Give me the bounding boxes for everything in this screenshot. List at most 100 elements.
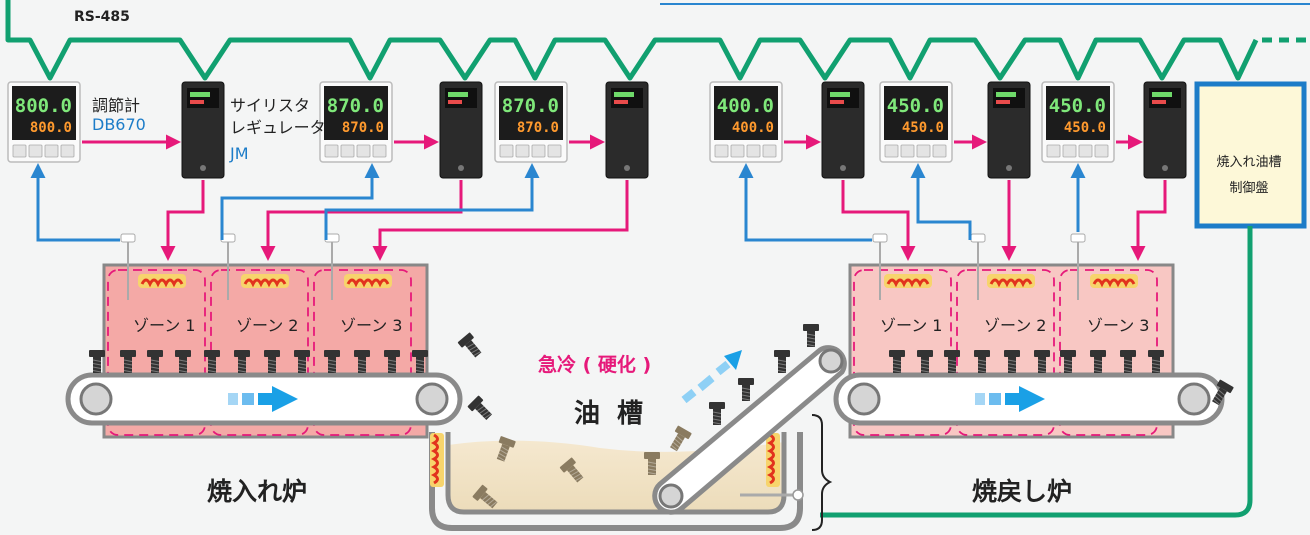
bolt xyxy=(944,350,960,373)
bolt xyxy=(774,350,790,373)
thyristor-led xyxy=(614,92,634,97)
thyristor-led xyxy=(614,100,628,104)
direction-arrow xyxy=(1005,386,1045,412)
controller-key xyxy=(1062,144,1077,158)
thyristor-led xyxy=(190,92,210,97)
controller-key xyxy=(1094,144,1109,158)
controller-display xyxy=(714,86,778,140)
temper-furnace-name: 焼戻し炉 xyxy=(972,477,1073,506)
feedback-wire xyxy=(220,163,380,240)
power-wire xyxy=(260,180,463,261)
bolt xyxy=(1090,350,1106,373)
controller-display xyxy=(12,86,76,140)
temper-zone-1-label: ゾーン 1 xyxy=(880,316,943,335)
control-panel-label: 焼入れ油槽 制御盤 xyxy=(1199,150,1299,202)
tank-heater-coil xyxy=(766,433,775,485)
direction-arrow-tail xyxy=(989,393,1001,405)
conveyor-roller xyxy=(415,382,449,416)
oil-bolt xyxy=(472,484,498,509)
bolt xyxy=(354,350,370,373)
rs485-label: RS-485 xyxy=(74,9,130,25)
oil-bolt xyxy=(670,425,692,452)
bolt xyxy=(709,402,725,425)
direction-arrow xyxy=(258,386,298,412)
controller-sv-value: 450.0 xyxy=(902,120,944,136)
thyristor-display xyxy=(611,88,643,108)
heater-coil xyxy=(1092,278,1136,288)
bolt xyxy=(204,350,220,373)
thermocouple xyxy=(120,233,136,300)
controller-key xyxy=(356,144,371,158)
thyristor-screw xyxy=(624,165,630,171)
bolt xyxy=(120,350,136,373)
feedback-wire xyxy=(30,163,120,242)
controller-sv-value: 450.0 xyxy=(1064,120,1106,136)
thyristor-led xyxy=(830,92,850,97)
controller-pv-value: 800.0 xyxy=(15,95,72,117)
quench-furnace-name: 焼入れ炉 xyxy=(207,477,308,506)
controller-pv-value: 450.0 xyxy=(887,95,944,117)
feedback-wire xyxy=(324,163,540,240)
tank-heater-coil xyxy=(430,433,439,485)
controller-display xyxy=(884,86,948,140)
temper-zone-2-label: ゾーン 2 xyxy=(984,316,1047,335)
thyristor-led xyxy=(996,100,1010,104)
controller-key xyxy=(900,144,915,158)
controller-key xyxy=(12,144,27,158)
bolt xyxy=(294,350,310,373)
bolt xyxy=(147,350,163,373)
quench-zone-3-label: ゾーン 3 xyxy=(340,316,403,335)
controller-key xyxy=(932,144,947,158)
thyristor-screw xyxy=(840,165,846,171)
rs485-network-line xyxy=(5,0,1259,81)
controller-key xyxy=(324,144,339,158)
thyristor-screw xyxy=(1162,165,1168,171)
power-wire xyxy=(372,180,629,261)
controller-pv-value: 450.0 xyxy=(1049,95,1106,117)
controller-display xyxy=(1046,86,1110,140)
control-panel-line2: 制御盤 xyxy=(1229,181,1269,196)
temperature-controller: 870.0 870.0 xyxy=(319,81,393,163)
conveyor-roller xyxy=(847,382,881,416)
thyristor-model-label: JM xyxy=(230,144,249,163)
thyristor-regulator xyxy=(821,81,865,179)
thyristor-led xyxy=(448,92,468,97)
power-wire xyxy=(160,180,205,261)
bolt xyxy=(234,350,250,373)
power-wire xyxy=(841,180,916,261)
controller-key xyxy=(884,144,899,158)
bolt xyxy=(1034,350,1050,373)
oil-bolt xyxy=(496,436,516,462)
thermocouple xyxy=(1070,233,1086,300)
controller-key xyxy=(1078,144,1093,158)
thyristor-label-line2: レギュレータ xyxy=(230,118,326,137)
controller-key xyxy=(714,144,729,158)
controller-pv-value: 870.0 xyxy=(502,95,559,117)
feedback-wire xyxy=(910,163,972,240)
direction-arrow-tail xyxy=(228,393,238,405)
bolt xyxy=(974,350,990,373)
bolt xyxy=(175,350,191,373)
bolt xyxy=(324,350,340,373)
controller-key xyxy=(60,144,75,158)
thyristor-regulator xyxy=(987,81,1031,179)
thermocouple xyxy=(324,233,340,300)
heater-coil xyxy=(346,278,390,288)
quench-conveyor xyxy=(65,372,463,426)
thyristor-screw xyxy=(200,165,206,171)
controller-sv-value: 870.0 xyxy=(342,120,384,136)
controller-key xyxy=(531,144,546,158)
oil-tank-inner xyxy=(445,432,787,515)
thyristor-regulator xyxy=(439,81,483,179)
conveyor-roller xyxy=(658,483,684,509)
controller-key xyxy=(762,144,777,158)
controller-key xyxy=(1046,144,1061,158)
heater-coil xyxy=(243,278,287,288)
inclined-conveyor xyxy=(652,345,847,515)
bolt xyxy=(1120,350,1136,373)
oil-tank-brace xyxy=(811,414,833,531)
controller-pv-value: 870.0 xyxy=(327,95,384,117)
